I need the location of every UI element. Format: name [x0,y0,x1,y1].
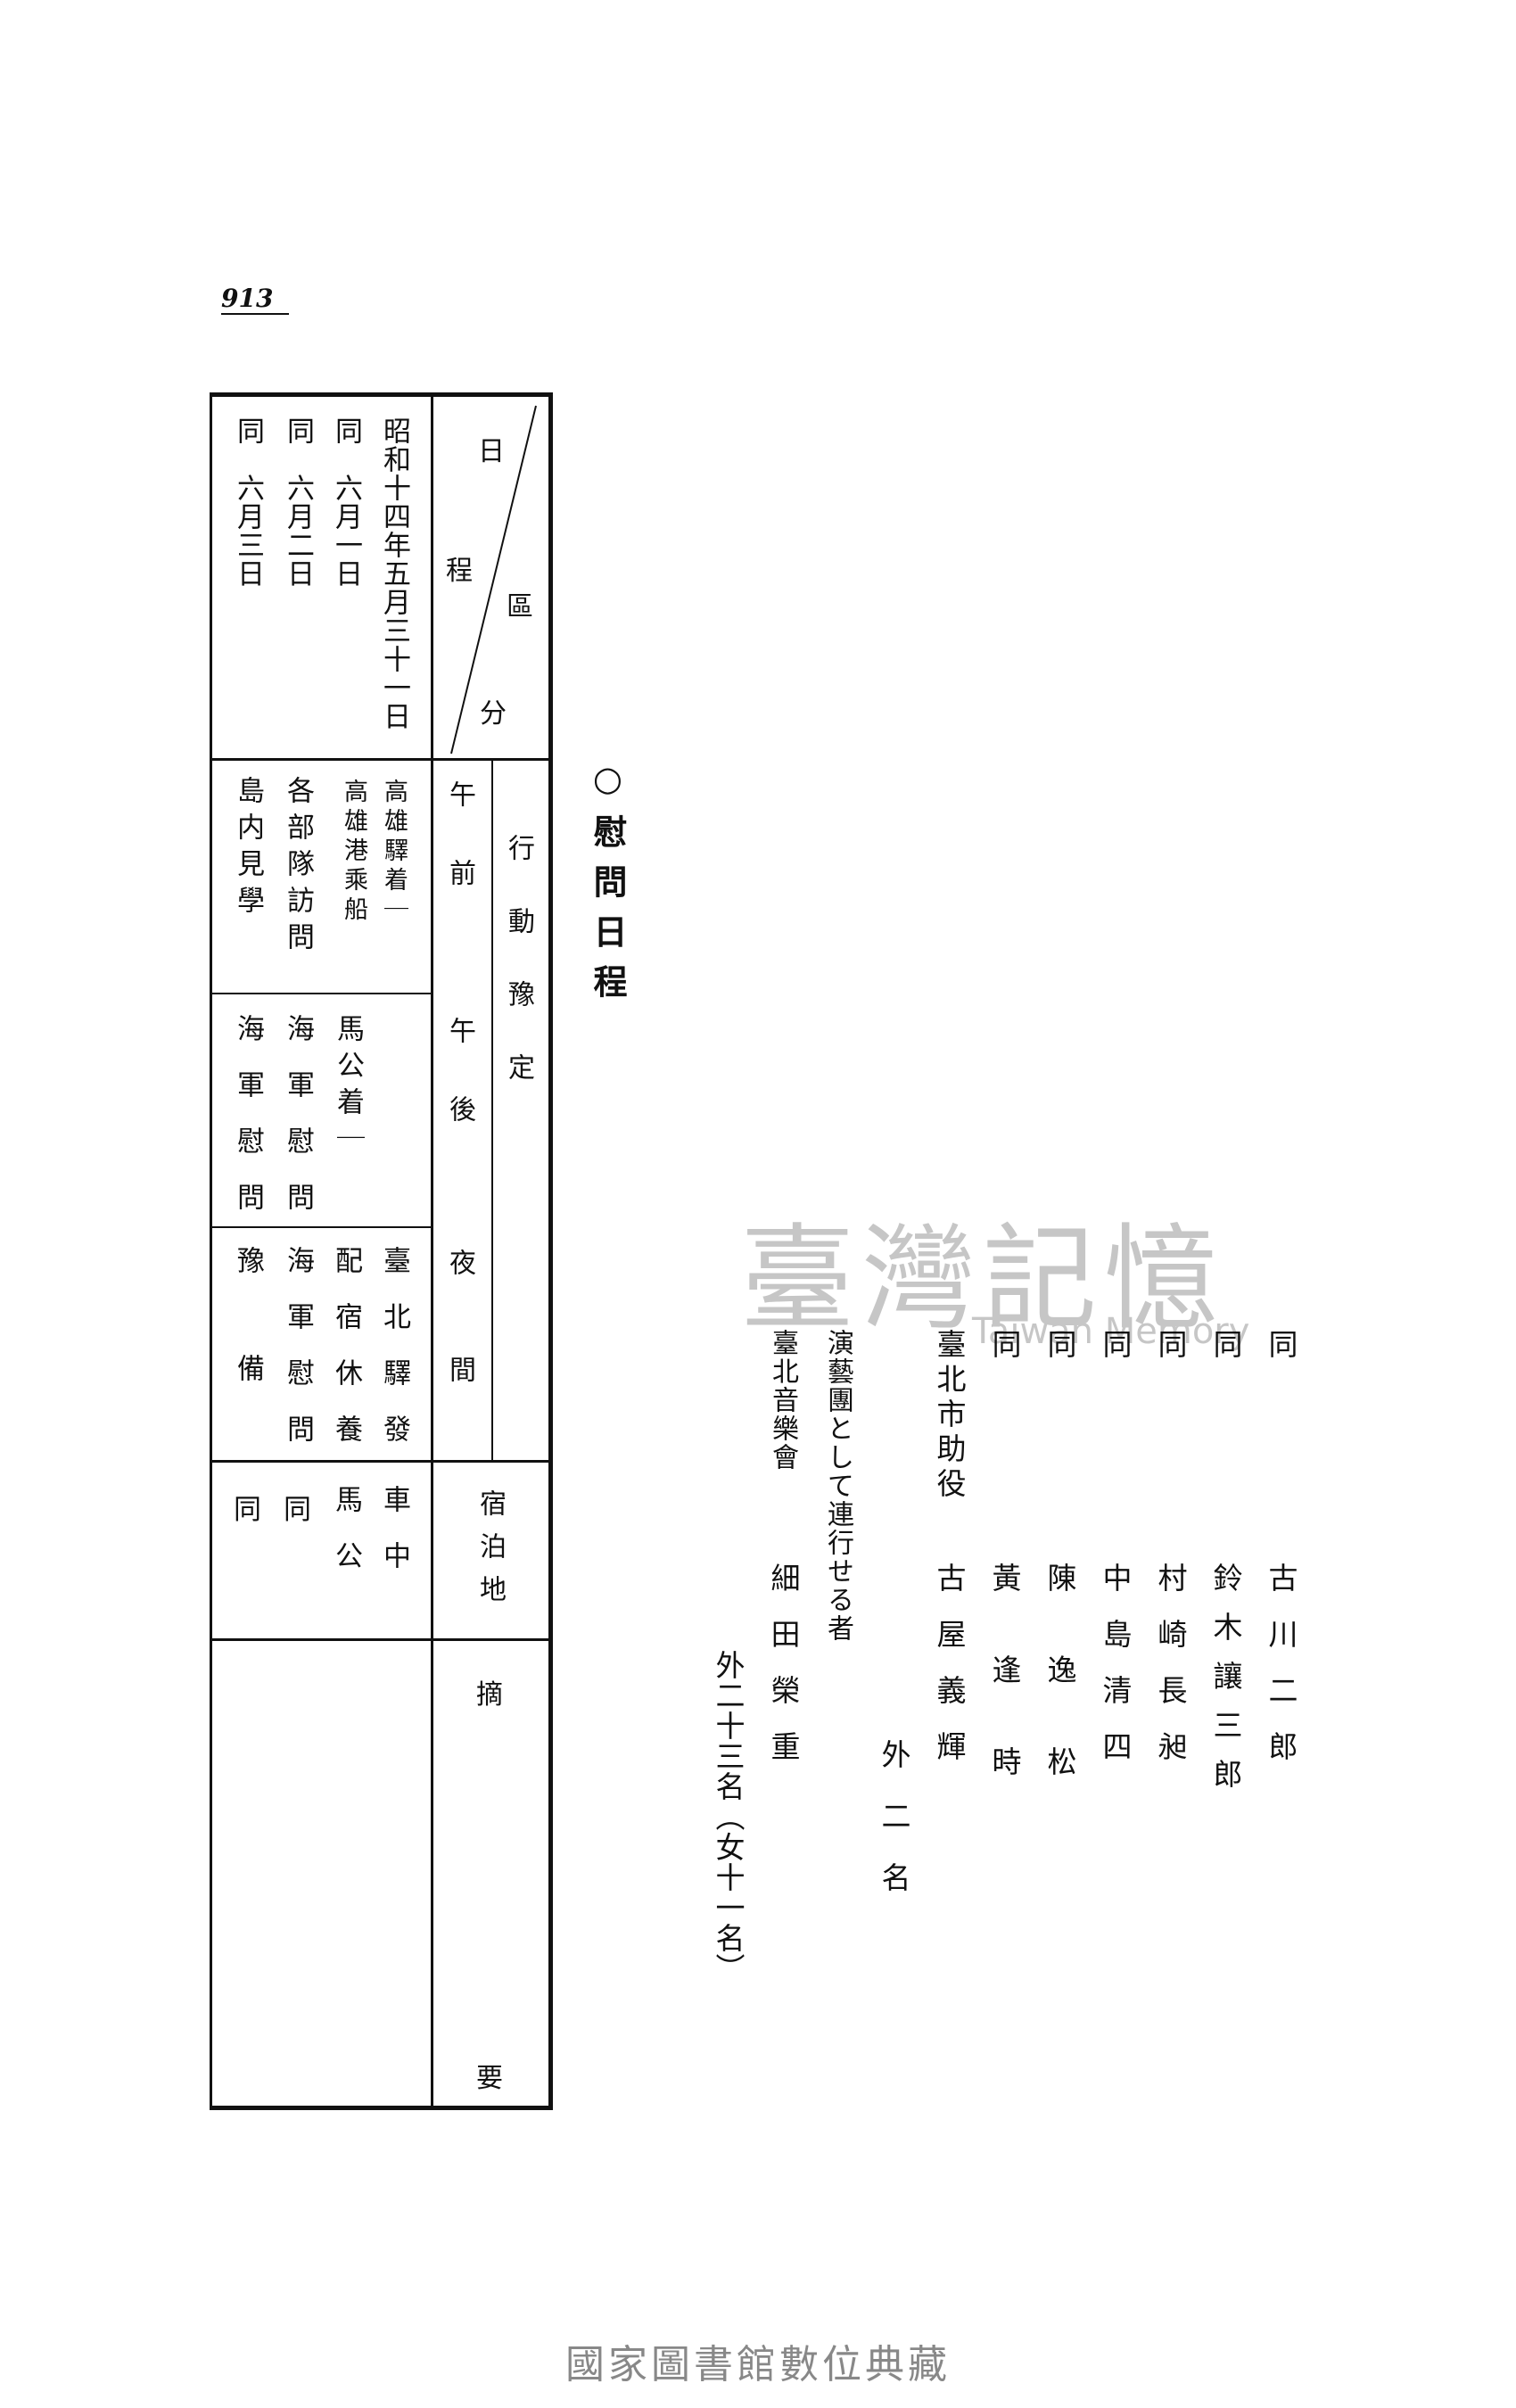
header-remarks: 摘 [476,1679,507,1711]
divider [491,758,493,1463]
lodging-cell: 同 [234,1494,265,1526]
night-cell: 海軍慰問 [282,1246,314,1471]
afternoon-cell: 馬公着｜ [332,1014,364,1160]
roster-name: 外二名 [877,1739,911,1924]
afternoon-cell: 海軍慰問 [282,1014,314,1239]
date-cell: 同 六月三日 [232,416,264,588]
header-morning: 午前 [444,780,475,937]
footer-credit: 國家圖書館數位典藏 [565,2342,951,2387]
night-cell: 臺北驛發 [378,1246,410,1471]
roster-affiliation: 臺北音樂會 [767,1329,798,1472]
header-action: 行動豫定 [503,834,534,1126]
morning-cell: 高雄驛着｜ [380,779,408,926]
night-cell: 豫備 [232,1246,264,1462]
roster-name: 古川二郎 [1264,1563,1298,1787]
schedule-table: 日 程 區 分 行動豫定 午前 午後 夜間 宿泊地 摘 要 昭和十四年五月三十一… [210,392,553,2110]
roster-name: 鈴木讓三郎 [1208,1563,1243,1808]
header-region: 區 [507,591,537,623]
roster-affiliation: 同 [1042,1329,1077,1364]
afternoon-cell: 海軍慰問 [232,1014,264,1239]
header-division: 分 [480,698,510,730]
roster-affiliation: 同 [1153,1329,1188,1364]
divider [212,993,431,994]
date-cell: 同 六月一日 [330,416,362,588]
roster-note: 演藝團として連行せる者 [822,1329,853,1643]
roster-affiliation: 同 [1208,1329,1243,1364]
lodging-cell: 馬公 [330,1485,362,1597]
roster-affiliation: 臺北市助役 [932,1329,967,1503]
morning-cell: 島内見學 [232,776,264,922]
night-cell: 配宿休養 [330,1246,362,1471]
roster-name: 黃逢時 [987,1563,1022,1838]
header-lodging: 宿泊地 [474,1489,506,1618]
header-afternoon: 午後 [444,1017,475,1174]
date-cell: 同 六月二日 [282,416,314,588]
watermark-subtext: Taiwan Memory [972,1311,1250,1352]
roster-affiliation: 同 [987,1329,1022,1364]
roster-name: 古屋義輝 [932,1563,967,1787]
header-date: 程 [446,556,476,587]
roster-name: 村崎長昶 [1153,1563,1188,1787]
header-date: 日 [478,436,508,467]
section-title: ○慰問日程 [588,758,628,1014]
header-night: 夜間 [444,1249,475,1463]
roster-name: 中島清四 [1098,1563,1133,1787]
page-number: 913 [221,284,290,315]
divider [212,758,548,761]
watermark-text: 臺灣記憶 [740,1213,1226,1346]
morning-cell: 高雄港乘船 [340,779,367,926]
roster-name: 外二十三名（女十一名） [711,1650,746,1983]
roster-name: 陳逸松 [1042,1563,1077,1838]
divider [212,1638,548,1641]
roster-affiliation: 同 [1264,1329,1298,1364]
divider [212,1460,548,1463]
lodging-cell: 車中 [378,1485,410,1597]
roster-affiliation: 同 [1098,1329,1133,1364]
divider [431,397,433,2107]
lodging-cell: 同 [284,1494,315,1526]
date-cell: 昭和十四年五月三十一日 [378,416,410,730]
roster-name: 細田榮重 [766,1563,801,1787]
watermark-logo: 臺灣記憶 Taiwan Memory [740,1186,1275,1365]
morning-cell: 各部隊訪問 [282,776,314,959]
header-diagonal [450,405,537,755]
divider [212,1226,431,1228]
header-remarks: 要 [476,2063,507,2094]
